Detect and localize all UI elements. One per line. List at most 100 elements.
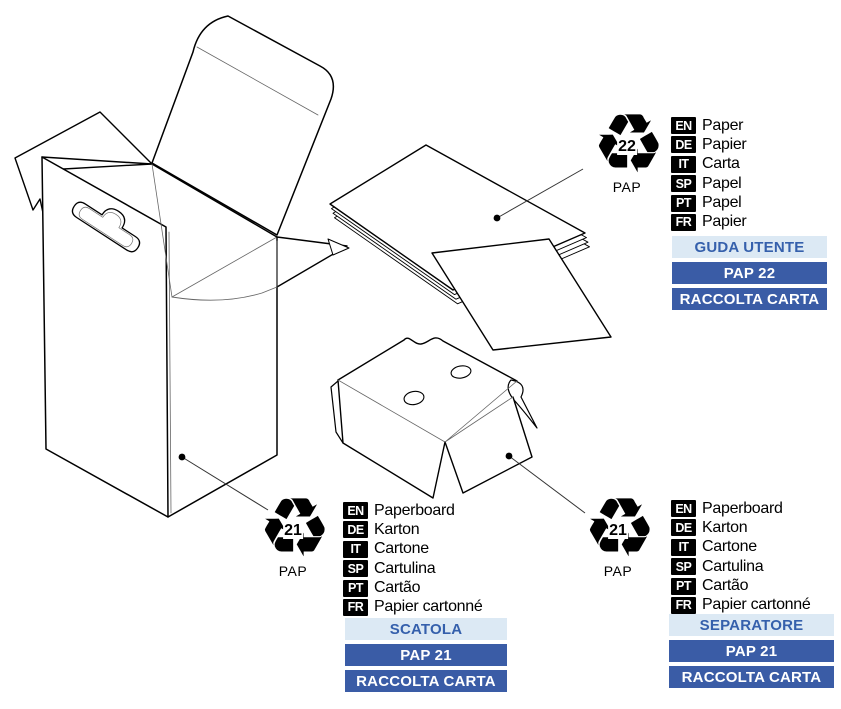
separator-top-face (338, 337, 517, 442)
label-stack-box: SCATOLA PAP 21 RACCOLTA CARTA (345, 618, 507, 696)
language-row: PT Papel (671, 194, 746, 212)
language-text: Papel (702, 174, 742, 192)
language-text: Paperboard (702, 499, 783, 517)
language-text: Papier cartonné (702, 596, 811, 614)
recycling-code: 22 (617, 137, 637, 155)
material-abbrev: PAP (278, 563, 308, 579)
language-row: SP Papel (671, 174, 746, 193)
language-tag: IT (671, 538, 696, 556)
language-text: Paper (702, 116, 744, 134)
box-rim (41, 156, 278, 238)
language-text: Cartão (374, 579, 421, 597)
separator-fold-lines (337, 379, 518, 443)
label-stack-user-guide: GUDA UTENTE PAP 22 RACCOLTA CARTA (672, 236, 827, 314)
language-tag: SP (343, 560, 368, 578)
language-text: Papier (702, 213, 747, 231)
papers-illustration (327, 144, 612, 351)
language-tag: DE (671, 519, 696, 537)
separator-hole (403, 390, 425, 406)
material-abbrev: PAP (603, 563, 633, 579)
language-row: IT Cartone (343, 540, 482, 558)
language-text: Cartone (374, 540, 429, 558)
language-tag: IT (343, 540, 368, 558)
language-row: SP Cartulina (671, 557, 810, 576)
language-text: Cartulina (702, 557, 764, 575)
language-row: PT Cartão (343, 579, 482, 597)
component-name-label: SCATOLA (345, 618, 507, 640)
language-row: EN Paperboard (671, 500, 810, 517)
leader-line-box (181, 456, 269, 511)
language-text: Karton (702, 518, 748, 536)
language-row: IT Cartone (671, 538, 810, 556)
language-text: Papier (702, 135, 747, 153)
language-list-user-guide: EN Paper DE Papier IT Carta SP Papel PT … (671, 116, 747, 233)
language-tag: EN (343, 502, 368, 519)
separator-corner-curl (507, 379, 538, 429)
language-text: Cartão (702, 577, 749, 595)
language-text: Paperboard (374, 501, 455, 519)
recycling-mobius-icon: ♻ 21 (258, 488, 332, 570)
box-inner-flap (171, 286, 278, 301)
separator-top-outline (337, 337, 518, 382)
recycling-code: 21 (608, 521, 628, 539)
paper-sheet-corner (327, 238, 350, 256)
material-abbrev: PAP (612, 179, 642, 195)
disposal-label: RACCOLTA CARTA (345, 670, 507, 692)
box-illustration (14, 15, 348, 518)
disposal-label: RACCOLTA CARTA (669, 666, 834, 688)
language-row: FR Papier (671, 213, 747, 231)
separator-hole (450, 365, 472, 379)
language-tag: DE (343, 521, 368, 539)
separator-left-flap (338, 380, 445, 498)
language-text: Cartone (702, 538, 757, 556)
language-row: FR Papier cartonné (671, 596, 811, 614)
language-row: DE Papier (671, 135, 747, 154)
material-code-label: PAP 22 (672, 262, 827, 284)
language-tag: PT (671, 577, 696, 595)
paper-sheet-pulled (431, 238, 612, 351)
recycling-mobius-icon: ♻ 21 (583, 488, 657, 570)
language-tag: DE (671, 136, 696, 154)
language-row: IT Carta (671, 155, 746, 173)
language-list-box: EN Paperboard DE Karton IT Cartone SP Ca… (343, 501, 483, 618)
recycling-mobius-icon: ♻ 22 (592, 104, 666, 186)
language-tag: PT (343, 579, 368, 597)
language-tag: FR (343, 598, 368, 616)
leader-dot-papers (493, 214, 501, 222)
box-panel-edge-line (168, 231, 172, 514)
leader-line-separator (508, 455, 586, 514)
material-code-label: PAP 21 (345, 644, 507, 666)
leader-dot-box (178, 453, 186, 461)
language-tag: FR (671, 213, 696, 231)
box-lid-fold-line (196, 46, 319, 116)
hang-tab-slot (71, 201, 141, 253)
separator-illustration (330, 337, 538, 499)
language-tag: EN (671, 117, 696, 134)
leader-line-papers (496, 168, 584, 219)
label-stack-separator: SEPARATORE PAP 21 RACCOLTA CARTA (669, 614, 834, 692)
language-text: Carta (702, 155, 740, 173)
language-row: SP Cartulina (343, 560, 482, 578)
language-text: Papier cartonné (374, 598, 483, 616)
language-row: DE Karton (671, 518, 810, 537)
language-tag: IT (671, 155, 696, 173)
language-row: FR Papier cartonné (343, 598, 483, 616)
leader-lines (178, 168, 586, 514)
separator-right-flap-outline (444, 396, 533, 494)
language-tag: SP (671, 175, 696, 193)
disposal-label: RACCOLTA CARTA (672, 288, 827, 310)
language-text: Papel (702, 194, 742, 212)
component-name-label: GUDA UTENTE (672, 236, 827, 258)
material-code-label: PAP 21 (669, 640, 834, 662)
box-lid (151, 15, 335, 236)
language-tag: FR (671, 596, 696, 614)
separator-right-flap (445, 397, 532, 493)
recycling-symbol-pap21-separator: ♻ 21 PAP (583, 488, 657, 580)
language-tag: SP (671, 558, 696, 576)
separator-left-flap-outline (337, 379, 446, 499)
language-row: DE Karton (343, 521, 482, 539)
recycling-symbol-pap21-box: ♻ 21 PAP (258, 488, 332, 580)
separator-left-sliver (330, 380, 344, 444)
